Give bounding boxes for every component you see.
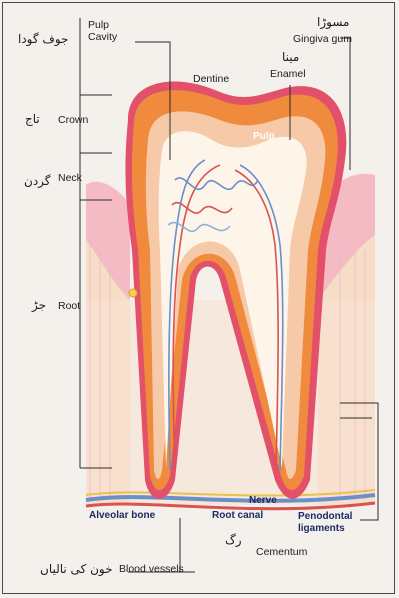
urdu-nerve: رگ [225,533,242,547]
label-cementum: Cementum [256,546,307,558]
foramen-dot [129,289,137,297]
label-crown: Crown [58,114,88,126]
urdu-gingiva: مسوڑا [317,15,349,29]
label-dentine: Dentine [193,73,229,85]
urdu-enamel: مینا [282,50,299,64]
label-enamel: Enamel [270,68,306,80]
urdu-pulp-cavity: جوف گودا [18,32,68,46]
label-root: Root [58,300,80,312]
urdu-blood-vessels: خون کی نالیاں [40,562,113,576]
urdu-root: جڑ [32,298,46,312]
label-gingiva: Gingiva gum [293,33,352,45]
label-blood-vessels: Blood vessels [119,563,184,575]
label-neck: Neck [58,172,82,184]
label-nerve: Nerve [249,495,277,507]
label-root-canal: Root canal [212,510,263,522]
label-pulp: Pulp [253,131,275,143]
label-pulp-cavity: Pulp Cavity [88,19,117,43]
label-alveolar-bone: Alveolar bone [89,510,155,522]
urdu-crown: تاج [25,112,40,126]
urdu-neck: گردن [24,174,51,188]
label-periodontal: Penodontal ligaments [298,511,352,535]
